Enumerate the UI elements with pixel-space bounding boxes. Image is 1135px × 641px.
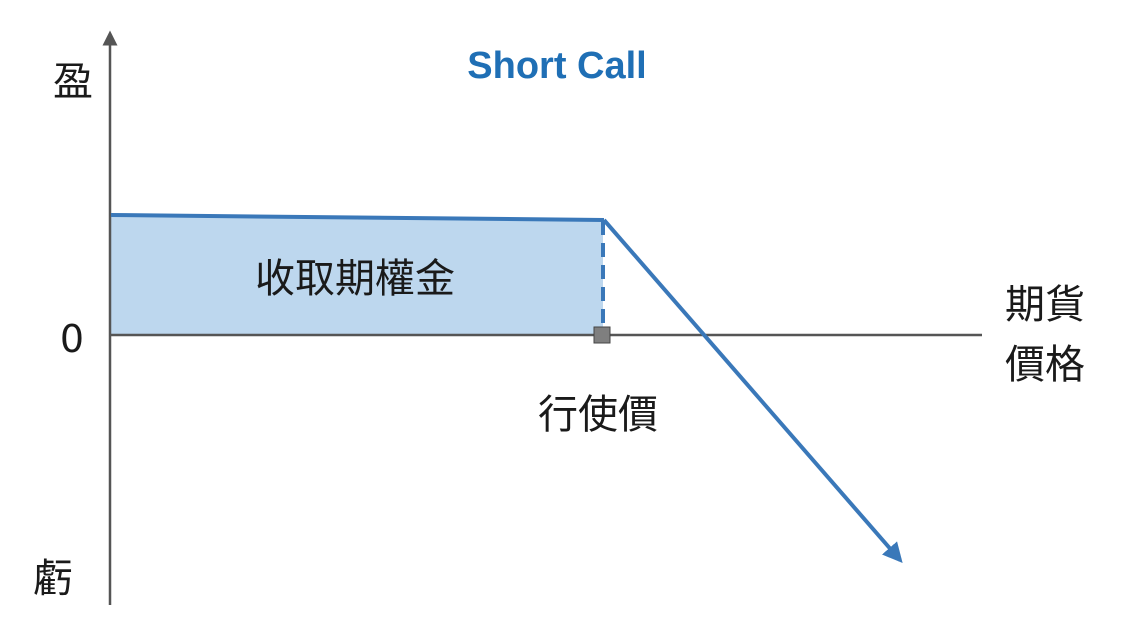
strike-price-label: 行使價 [538,392,658,438]
y-axis-loss-label: 虧 [33,556,73,602]
premium-area-label: 收取期權金 [255,256,455,302]
payoff-declining-segment [602,218,903,564]
y-axis-profit-label: 盈 [53,59,93,105]
x-axis-label-line2: 價格 [1005,342,1085,388]
y-axis-zero-label: 0 [60,317,84,361]
strike-marker [593,326,611,344]
premium-area [111,215,603,335]
x-axis-label-line1: 期貨 [1005,282,1085,328]
chart-title: Short Call [467,45,646,87]
payoff-flat-segment [110,213,605,222]
